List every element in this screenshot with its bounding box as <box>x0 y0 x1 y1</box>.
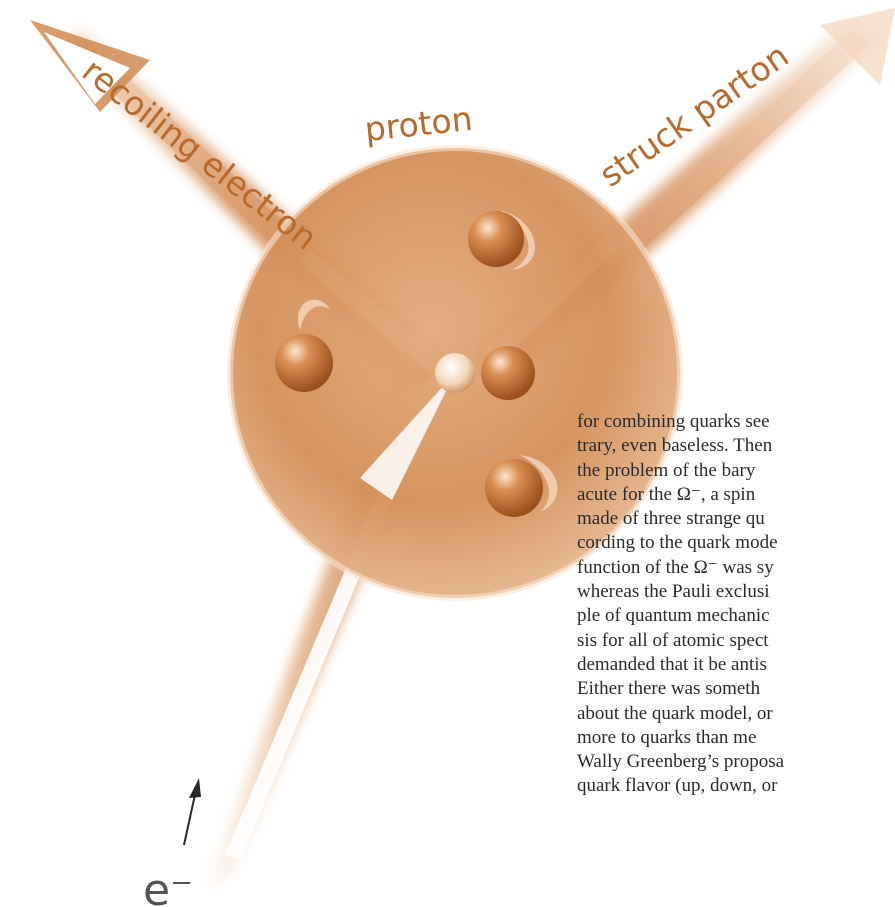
label-recoiling-electron: recoiling electron <box>75 51 324 258</box>
text-line: quark flavor (up, down, or <box>577 774 895 798</box>
text-line: Wally Greenberg’s proposa <box>577 750 895 774</box>
text-line: made of three strange qu <box>577 507 895 531</box>
text-line: for combining quarks see <box>577 410 895 434</box>
text-line: acute for the Ω⁻, a spin <box>577 483 895 507</box>
quark-right <box>481 346 535 400</box>
quark-struck <box>435 353 475 393</box>
text-line: ple of quantum mechanic <box>577 604 895 628</box>
text-line: Either there was someth <box>577 677 895 701</box>
quark-top <box>468 211 524 267</box>
label-incoming-electron: e⁻ <box>143 865 193 907</box>
text-line: trary, even baseless. Then <box>577 434 895 458</box>
quark-left <box>275 334 333 392</box>
text-line: cording to the quark mode <box>577 531 895 555</box>
text-line: function of the Ω⁻ was sy <box>577 556 895 580</box>
label-proton: proton <box>363 99 475 149</box>
text-line: about the quark model, or <box>577 702 895 726</box>
text-line: more to quarks than me <box>577 726 895 750</box>
text-line: the problem of the bary <box>577 459 895 483</box>
article-body-text: for combining quarks see trary, even bas… <box>577 410 895 799</box>
text-line: demanded that it be antis <box>577 653 895 677</box>
incoming-electron-marker: e⁻ <box>143 778 201 907</box>
quark-bottom <box>485 459 543 517</box>
text-line: sis for all of atomic spect <box>577 629 895 653</box>
text-line: whereas the Pauli exclusi <box>577 580 895 604</box>
